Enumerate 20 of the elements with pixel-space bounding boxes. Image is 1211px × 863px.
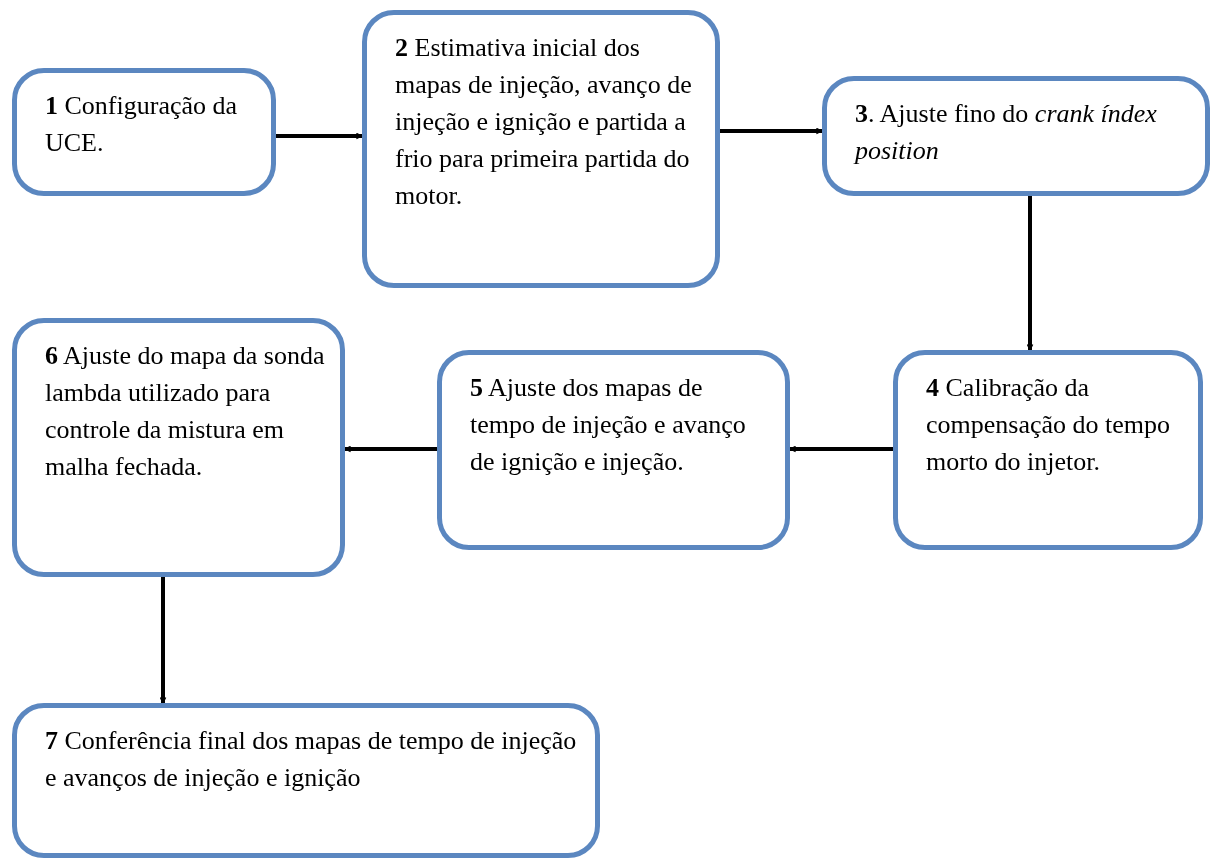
arrow — [1026, 196, 1034, 351]
arrow — [276, 132, 363, 140]
step-text: 4 Calibração da compensação do tempo morto do injetor. — [926, 372, 1172, 478]
process-box — [12, 68, 276, 196]
process-box — [893, 350, 1203, 550]
process-box — [12, 318, 345, 577]
arrow — [344, 445, 437, 453]
arrow — [720, 127, 823, 135]
process-box — [437, 350, 790, 550]
process-box — [12, 703, 600, 858]
arrow — [159, 577, 167, 704]
step-text: 1 Configuração da UCE. — [45, 90, 239, 159]
step-text: 3. Ajuste fino do crank índex position — [855, 98, 1158, 167]
step-text: 7 Conferência final dos mapas de tempo de injeção e avanços de injeção e ignição — [45, 725, 578, 794]
process-box — [822, 76, 1210, 196]
step-text: 2 Estimativa inicial dos mapas de injeção, avanço de injeção e ignição e partida a frio para primeira partida do motor. — [395, 32, 693, 212]
step-text: 6 Ajuste do mapa da sonda lambda utilizado para controle da mistura em malha fechada. — [45, 340, 326, 483]
process-box — [362, 10, 720, 288]
arrow — [789, 445, 893, 453]
step-text: 5 Ajuste dos mapas de tempo de injeção e avanço de ignição e injeção. — [470, 372, 747, 478]
